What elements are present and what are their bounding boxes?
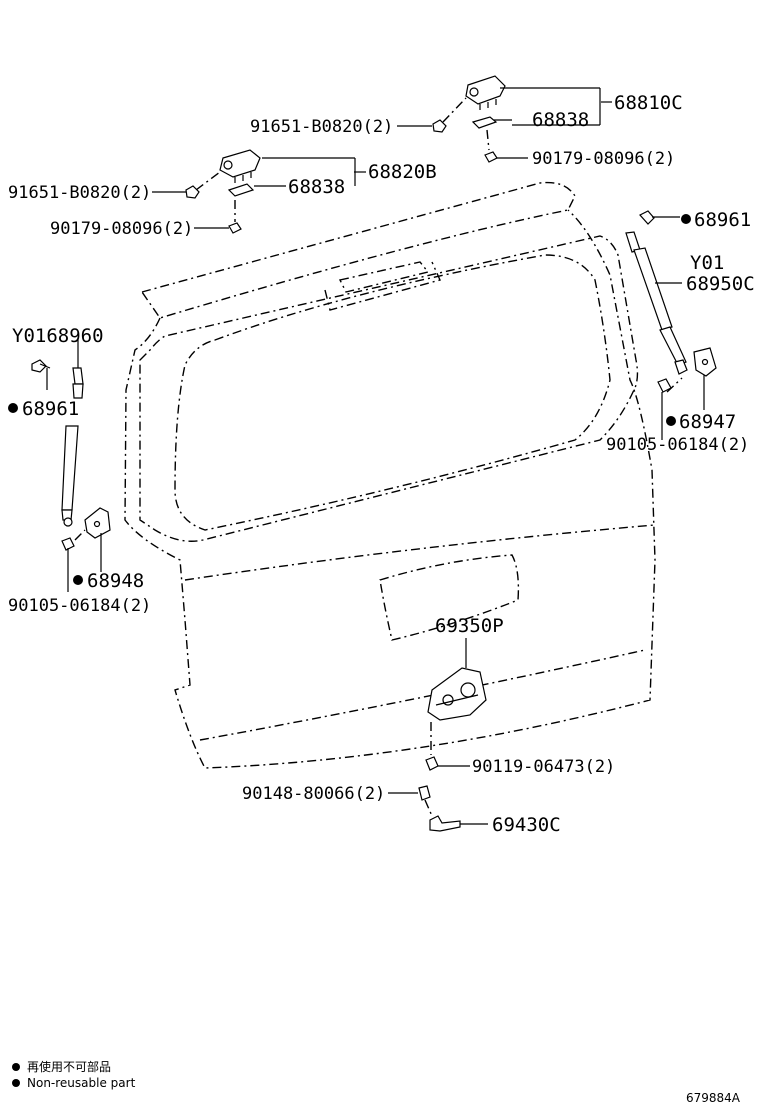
- label-68948: 68948: [87, 570, 144, 592]
- label-68838-upper: 68838: [532, 109, 589, 131]
- label-68961-right: 68961: [694, 209, 751, 231]
- hinge-68810c-icon: [465, 75, 506, 163]
- stay-damper-right-icon: [625, 210, 717, 393]
- label-90105-right: 90105-06184(2): [606, 435, 749, 455]
- legend-jp: 再使用不可部品: [27, 1059, 111, 1074]
- label-y0168960: Y0168960: [12, 325, 104, 347]
- hinge-68820b-icon: [219, 149, 261, 234]
- non-reusable-bullet-icon: [8, 403, 18, 413]
- bolt-icon: [425, 756, 439, 771]
- label-90179-upper: 90179-08096(2): [532, 149, 675, 169]
- label-68947: 68947: [679, 411, 736, 433]
- label-90148: 90148-80066(2): [242, 784, 385, 804]
- label-91651-upper: 91651-B0820(2): [250, 117, 393, 137]
- label-68950c: 68950C: [686, 273, 755, 295]
- door-lock-icon: [427, 667, 487, 721]
- label-68961-left: 68961: [22, 398, 79, 420]
- non-reusable-bullet-icon: [681, 214, 691, 224]
- bolt-icon: [432, 119, 447, 133]
- back-door-panel: [124, 181, 656, 769]
- figure-id: 679884A: [686, 1091, 741, 1105]
- legend-bullet-icon: [12, 1079, 20, 1087]
- label-90119: 90119-06473(2): [472, 757, 615, 777]
- legend-bullet-icon: [12, 1063, 20, 1071]
- bolt-icon: [185, 185, 200, 199]
- non-reusable-bullet-icon: [73, 575, 83, 585]
- non-reusable-bullet-icon: [666, 416, 676, 426]
- label-69430c: 69430C: [492, 814, 561, 836]
- label-68838-lower: 68838: [288, 176, 345, 198]
- label-68820b: 68820B: [368, 161, 437, 183]
- legend-en: Non-reusable part: [27, 1076, 136, 1090]
- striker-icon: [418, 785, 461, 832]
- stay-damper-left-icon: [31, 359, 111, 551]
- label-69350p: 69350P: [435, 615, 504, 637]
- label-90105-left: 90105-06184(2): [8, 596, 151, 616]
- label-91651-lower: 91651-B0820(2): [8, 183, 151, 203]
- label-90179-lower: 90179-08096(2): [50, 219, 193, 239]
- leader-lines: [46, 87, 705, 825]
- label-68810c: 68810C: [614, 92, 683, 114]
- label-y01: Y01: [690, 252, 724, 274]
